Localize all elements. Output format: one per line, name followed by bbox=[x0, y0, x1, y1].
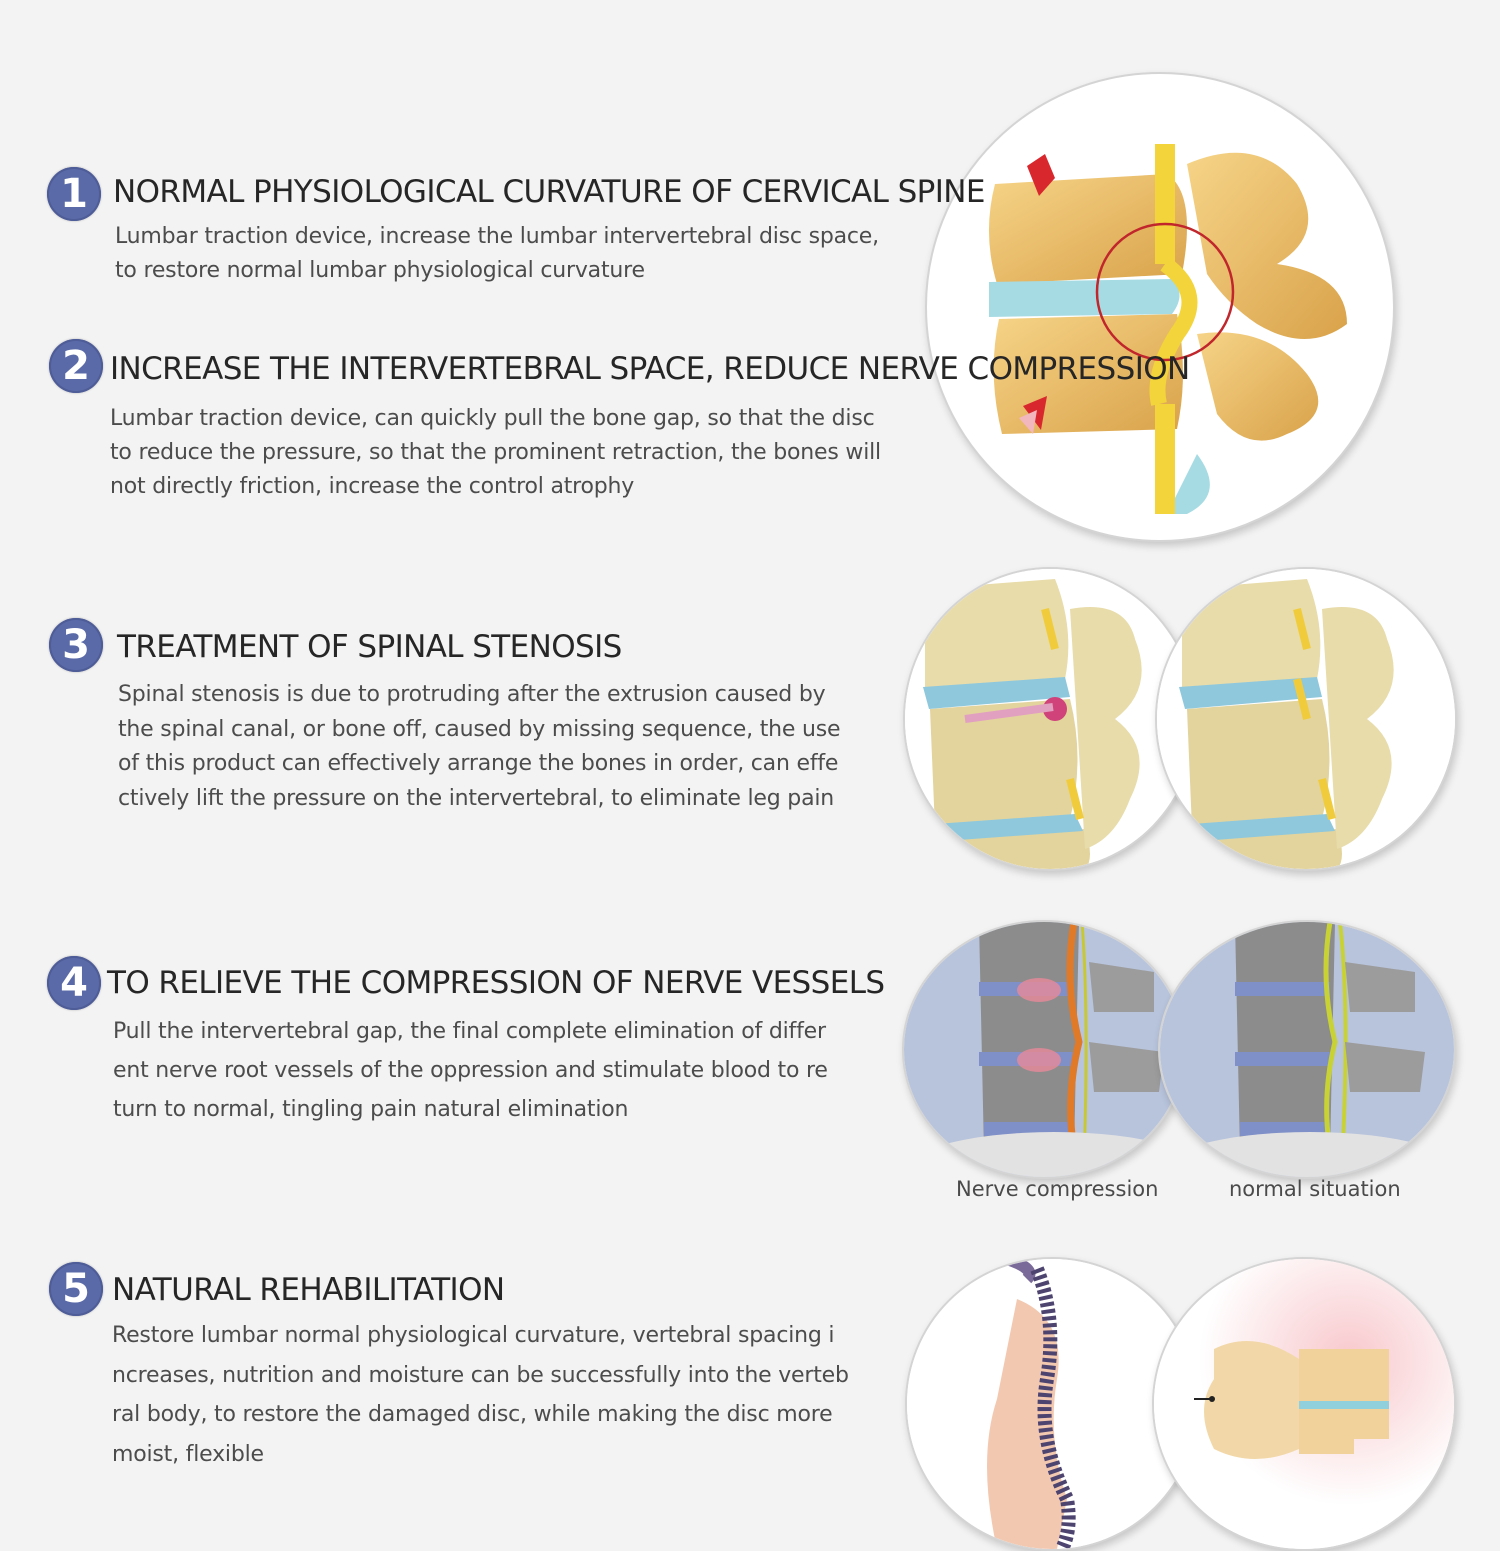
body-line: Lumbar traction device, can quickly pull… bbox=[110, 406, 875, 431]
body-line: ral body, to restore the damaged disc, w… bbox=[112, 1402, 833, 1427]
vertebra-compression-graphic bbox=[988, 144, 1347, 514]
step-4-badge: 4 bbox=[47, 956, 101, 1010]
spinal-stenosis-before-illustration bbox=[903, 567, 1197, 871]
section-5-body: Restore lumbar normal physiological curv… bbox=[112, 1316, 849, 1474]
section-5-title: NATURAL REHABILITATION bbox=[112, 1272, 505, 1308]
body-line: Spinal stenosis is due to protruding aft… bbox=[118, 682, 826, 707]
healthy-vertebra-illustration bbox=[1152, 1257, 1456, 1551]
section-2-body: Lumbar traction device, can quickly pull… bbox=[110, 402, 881, 504]
body-line: Lumbar traction device, increase the lum… bbox=[115, 224, 879, 249]
body-line: Pull the intervertebral gap, the final c… bbox=[113, 1019, 826, 1044]
body-line: to reduce the pressure, so that the prom… bbox=[110, 440, 881, 465]
step-3-badge: 3 bbox=[49, 618, 103, 672]
normal-nerve-illustration bbox=[1158, 920, 1456, 1179]
section-3-title: TREATMENT OF SPINAL STENOSIS bbox=[117, 629, 622, 665]
section-1-body: Lumbar traction device, increase the lum… bbox=[115, 220, 879, 288]
body-line: ctively lift the pressure on the interve… bbox=[118, 785, 835, 811]
body-line: ncreases, nutrition and moisture can be … bbox=[112, 1362, 849, 1388]
body-line: the spinal canal, or bone off, caused by… bbox=[118, 716, 841, 742]
section-4-title: TO RELIEVE THE COMPRESSION OF NERVE VESS… bbox=[107, 965, 885, 1001]
nerve-compression-caption: Nerve compression bbox=[956, 1177, 1159, 1201]
lumbar-nerve-compression-illustration bbox=[925, 72, 1395, 542]
body-line: Restore lumbar normal physiological curv… bbox=[112, 1323, 835, 1348]
section-1-title: NORMAL PHYSIOLOGICAL CURVATURE OF CERVIC… bbox=[113, 174, 985, 210]
body-line: not directly friction, increase the cont… bbox=[110, 474, 635, 499]
section-3-body: Spinal stenosis is due to protruding aft… bbox=[118, 678, 841, 816]
step-5-badge: 5 bbox=[49, 1262, 103, 1316]
body-line: to restore normal lumbar physiological c… bbox=[115, 258, 645, 283]
spinal-stenosis-after-illustration bbox=[1155, 567, 1457, 871]
section-2-title: INCREASE THE INTERVERTEBRAL SPACE, REDUC… bbox=[110, 351, 1190, 387]
section-4-body: Pull the intervertebral gap, the final c… bbox=[113, 1012, 828, 1129]
body-line: ent nerve root vessels of the oppression… bbox=[113, 1058, 828, 1083]
body-line: turn to normal, tingling pain natural el… bbox=[113, 1097, 629, 1122]
body-line: moist, flexible bbox=[112, 1441, 264, 1467]
normal-situation-caption: normal situation bbox=[1229, 1177, 1401, 1201]
step-1-badge: 1 bbox=[47, 167, 101, 221]
nerve-compression-illustration bbox=[902, 920, 1186, 1179]
step-2-badge: 2 bbox=[49, 339, 103, 393]
body-line: of this product can effectively arrange … bbox=[118, 751, 839, 776]
